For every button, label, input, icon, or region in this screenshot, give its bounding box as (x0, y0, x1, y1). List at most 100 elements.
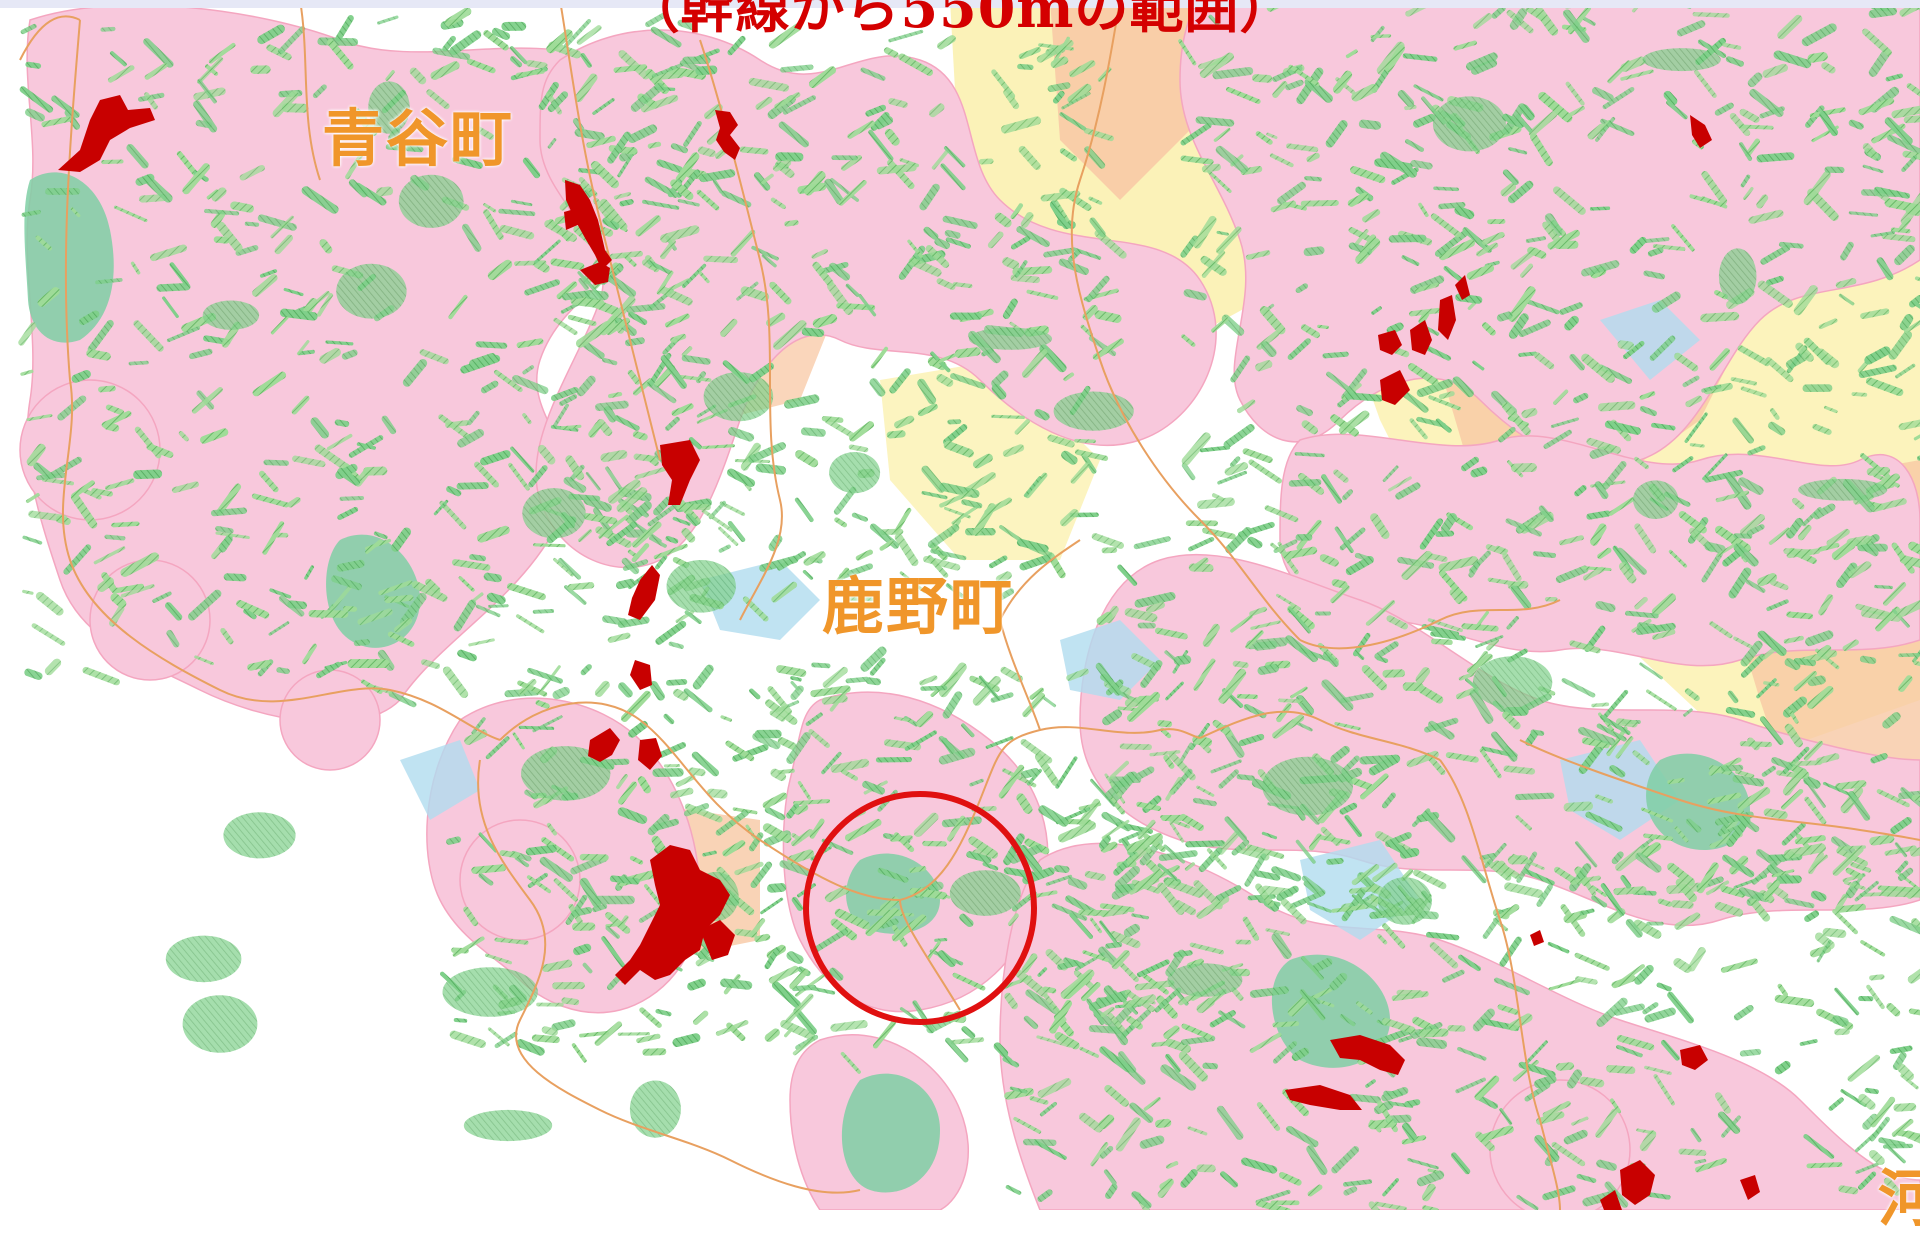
forest-patch (791, 956, 799, 960)
forest-patch (887, 51, 895, 55)
forest-patch (619, 1034, 648, 1035)
forest-patch (1399, 993, 1420, 994)
forest-patch (642, 780, 648, 790)
forest-patch (1890, 1007, 1897, 1013)
forest-patch (115, 598, 122, 604)
forest-patch (1837, 1031, 1846, 1032)
forest-patch (1584, 1081, 1601, 1084)
forest-patch (1696, 1161, 1705, 1163)
forest-patch (622, 686, 629, 693)
forest-patch (662, 74, 681, 76)
forest-patch (577, 948, 587, 951)
forest-patch (1786, 638, 1802, 641)
forest-patch (606, 619, 624, 622)
forest-patch (1863, 1098, 1872, 1105)
forest-patch (1292, 482, 1318, 483)
forest-patch (1645, 836, 1671, 839)
forest-patch (620, 583, 631, 586)
forest-patch (1576, 396, 1585, 400)
forest-patch (107, 537, 124, 539)
forest-patch (1876, 587, 1892, 588)
forest-patch (1162, 853, 1194, 857)
forest-patch (1809, 1165, 1840, 1166)
forest-patch (1007, 262, 1015, 266)
forest-patch (1617, 890, 1643, 892)
forest-patch (1880, 888, 1914, 890)
forest-patch (1761, 577, 1772, 582)
forest-patch (1426, 1188, 1432, 1198)
forest-patch (599, 405, 625, 408)
forest-patch (1309, 156, 1316, 160)
forest-patch (160, 287, 187, 288)
forest-patch (1622, 345, 1630, 346)
forest-patch (183, 995, 258, 1053)
forest-patch (1760, 156, 1790, 158)
forest-patch (1482, 855, 1494, 858)
town-label-aoya: 青谷町 (322, 88, 514, 178)
forest-patch (345, 353, 354, 356)
forest-patch (1789, 615, 1810, 617)
forest-patch (491, 597, 501, 600)
forest-patch (279, 670, 287, 671)
forest-patch (443, 967, 538, 1017)
forest-patch (1912, 298, 1919, 304)
forest-patch (1304, 203, 1336, 204)
forest-patch (605, 454, 623, 457)
forest-patch (1797, 661, 1813, 663)
forest-patch (529, 63, 544, 66)
forest-patch (1420, 816, 1435, 819)
forest-patch (247, 224, 257, 225)
forest-patch (1020, 67, 1031, 68)
forest-patch (90, 353, 106, 356)
forest-patch (557, 691, 566, 695)
forest-patch (1599, 605, 1611, 608)
forest-patch (1199, 120, 1230, 123)
forest-patch (1786, 551, 1809, 552)
forest-patch (1306, 178, 1320, 179)
forest-patch (1893, 1048, 1910, 1051)
forest-patch (622, 202, 631, 204)
forest-patch (1257, 873, 1277, 877)
forest-patch (782, 741, 793, 746)
forest-patch (745, 291, 765, 297)
forest-patch (1103, 1119, 1110, 1125)
forest-patch (327, 342, 352, 344)
forest-patch (1044, 194, 1077, 198)
forest-patch (1464, 626, 1495, 629)
forest-patch (583, 857, 606, 858)
forest-patch (1788, 848, 1821, 855)
forest-patch (1363, 124, 1377, 126)
forest-patch (1812, 680, 1821, 682)
forest-patch (203, 301, 259, 330)
forest-patch (1123, 746, 1150, 747)
forest-patch (963, 917, 970, 923)
forest-patch (671, 644, 682, 647)
forest-patch (1407, 1102, 1417, 1104)
forest-patch (424, 662, 437, 666)
forest-patch (673, 336, 684, 340)
forest-patch (1907, 118, 1920, 120)
forest-patch (1583, 568, 1610, 570)
forest-patch (266, 462, 286, 463)
forest-patch (565, 294, 586, 297)
forest-patch (1819, 756, 1836, 761)
forest-patch (1507, 769, 1532, 772)
forest-patch (1900, 654, 1920, 655)
forest-patch (1218, 232, 1227, 234)
forest-patch (1904, 319, 1909, 327)
forest-patch (725, 983, 748, 986)
forest-patch (1909, 211, 1918, 213)
forest-patch (999, 217, 1007, 223)
forest-patch (535, 1038, 556, 1040)
forest-patch (758, 937, 768, 939)
forest-patch (1305, 424, 1314, 430)
forest-patch (308, 302, 314, 310)
forest-patch (24, 591, 32, 593)
forest-patch (1600, 1164, 1613, 1168)
forest-patch (357, 642, 367, 643)
forest-patch (538, 264, 546, 269)
forest-patch (787, 223, 796, 224)
forest-patch (29, 112, 41, 117)
forest-patch (1874, 839, 1890, 841)
forest-patch (1649, 1194, 1669, 1197)
